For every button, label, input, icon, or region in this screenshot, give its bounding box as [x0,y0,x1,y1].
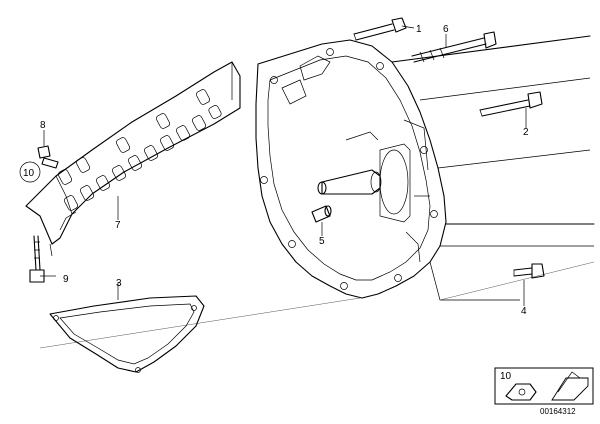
callout-8: 8 [40,120,46,131]
leader-lines [40,25,527,306]
callout-10: 10 [23,168,35,179]
screw-part-9 [29,235,45,283]
heat-shield-part-7 [25,61,241,257]
inset-label: 10 [500,371,512,382]
stud-bolt-part-6 [411,31,497,63]
bolt-part-2 [479,91,543,117]
dowel-sleeve-part-5 [311,205,332,223]
screw-part-8 [37,145,59,169]
callout-5: 5 [319,236,325,247]
cover-plate-part-3 [49,295,205,373]
bolt-part-4 [513,263,545,279]
inset-box: 10 [494,367,594,405]
callout-9: 9 [63,274,69,285]
bolt-part-1 [353,17,407,41]
callout-6: 6 [443,24,449,35]
clip-nut-icon [505,383,537,401]
callout-3: 3 [116,278,122,289]
callout-2: 2 [523,127,529,138]
arrow-icon [551,377,589,401]
document-number: 00164312 [540,407,576,416]
callout-1: 1 [416,24,422,35]
gearbox-housing [39,35,595,349]
callout-7: 7 [115,220,121,231]
callout-4: 4 [521,306,527,317]
clip-nut-part-10 [19,161,41,183]
